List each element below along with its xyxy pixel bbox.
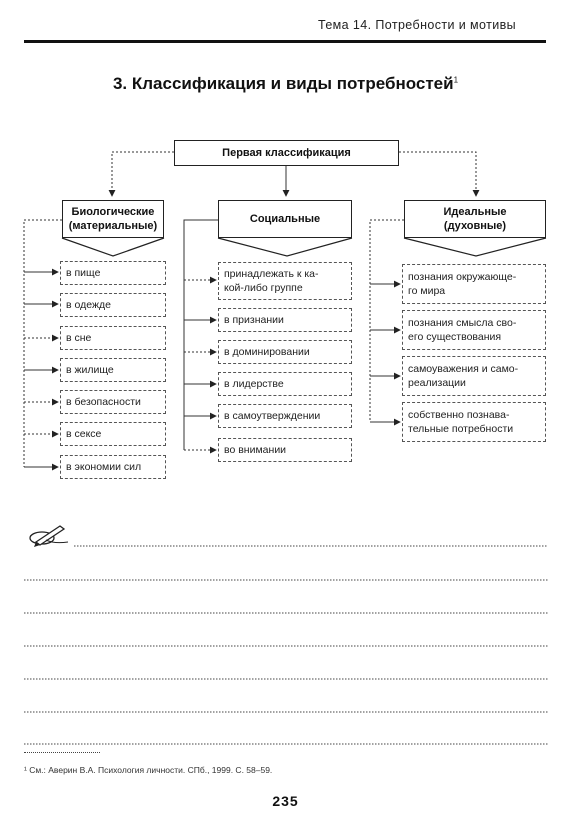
bio-need-item: в безопасности bbox=[60, 390, 166, 414]
social-need-item: в самоутверждении bbox=[218, 404, 352, 428]
page-number: 235 bbox=[272, 793, 299, 809]
ideal-need-item: собственно познава- тельные потребности bbox=[402, 402, 546, 442]
item-text: в сексе bbox=[66, 428, 102, 440]
social-need-item: в признании bbox=[218, 308, 352, 332]
column-2-heading: Социальные bbox=[218, 200, 352, 238]
footnote-mark: 1 bbox=[453, 75, 459, 85]
item-text: принадлежать к ка- кой-либо группе bbox=[224, 268, 319, 294]
bio-need-item: в экономии сил bbox=[60, 455, 166, 479]
column-1-heading-line1: Биологические bbox=[71, 206, 155, 218]
heading-triangles bbox=[61, 237, 547, 257]
header-rule bbox=[24, 40, 546, 43]
bio-need-item: в сексе bbox=[60, 422, 166, 446]
footnote-rule bbox=[24, 752, 100, 753]
ideal-need-item: самоуважения и само- реализации bbox=[402, 356, 546, 396]
footnote: ¹ См.: Аверин В.А. Психология личности. … bbox=[24, 765, 273, 775]
social-need-item: в доминировании bbox=[218, 340, 352, 364]
classification-diagram bbox=[23, 151, 547, 471]
item-text: в сне bbox=[66, 332, 92, 344]
column-1-heading-line2: (материальные) bbox=[68, 220, 158, 232]
item-text: самоуважения и само- реализации bbox=[408, 363, 519, 389]
item-text: в доминировании bbox=[224, 346, 310, 358]
social-need-item: в лидерстве bbox=[218, 372, 352, 396]
bio-need-item: в жилище bbox=[60, 358, 166, 382]
item-text: в пище bbox=[66, 267, 101, 279]
column-1-tree bbox=[23, 219, 62, 471]
column-2-heading-line1: Социальные bbox=[249, 213, 321, 225]
bio-need-item: в пище bbox=[60, 261, 166, 285]
pencil-icon bbox=[29, 525, 69, 547]
column-3-heading: Идеальные (духовные) bbox=[404, 200, 546, 238]
item-text: познания смысла сво- его существования bbox=[408, 317, 517, 343]
social-need-item: принадлежать к ка- кой-либо группе bbox=[218, 262, 352, 300]
item-text: познания окружающе- го мира bbox=[408, 271, 517, 297]
column-3-tree bbox=[369, 219, 404, 426]
item-text: в жилище bbox=[66, 364, 114, 376]
social-need-item: во внимании bbox=[218, 438, 352, 462]
section-title-text: 3. Классификация и виды потребностей bbox=[112, 74, 454, 93]
item-text: в безопасности bbox=[66, 396, 141, 408]
section-title: 3. Классификация и виды потребностей1 bbox=[0, 74, 571, 94]
root-label: Первая классификация bbox=[222, 147, 351, 159]
ideal-need-item: познания смысла сво- его существования bbox=[402, 310, 546, 350]
item-text: в экономии сил bbox=[66, 461, 142, 473]
bio-need-item: в одежде bbox=[60, 293, 166, 317]
column-3-heading-line1: Идеальные bbox=[443, 206, 507, 218]
item-text: в лидерстве bbox=[224, 378, 284, 390]
column-1-heading: Биологические (материальные) bbox=[62, 200, 164, 238]
bio-need-item: в сне bbox=[60, 326, 166, 350]
item-text: в признании bbox=[224, 314, 284, 326]
item-text: собственно познава- тельные потребности bbox=[408, 409, 514, 435]
root-connectors bbox=[108, 151, 480, 197]
item-text: в одежде bbox=[66, 299, 111, 311]
running-header: Тема 14. Потребности и мотивы bbox=[318, 18, 517, 32]
item-text: в самоутверждении bbox=[224, 410, 321, 422]
root-box: Первая классификация bbox=[174, 140, 399, 166]
writing-lines bbox=[24, 545, 548, 745]
column-2-tree bbox=[183, 219, 218, 454]
column-3-heading-line2: (духовные) bbox=[443, 220, 507, 232]
item-text: во внимании bbox=[224, 444, 287, 456]
ideal-need-item: познания окружающе- го мира bbox=[402, 264, 546, 304]
